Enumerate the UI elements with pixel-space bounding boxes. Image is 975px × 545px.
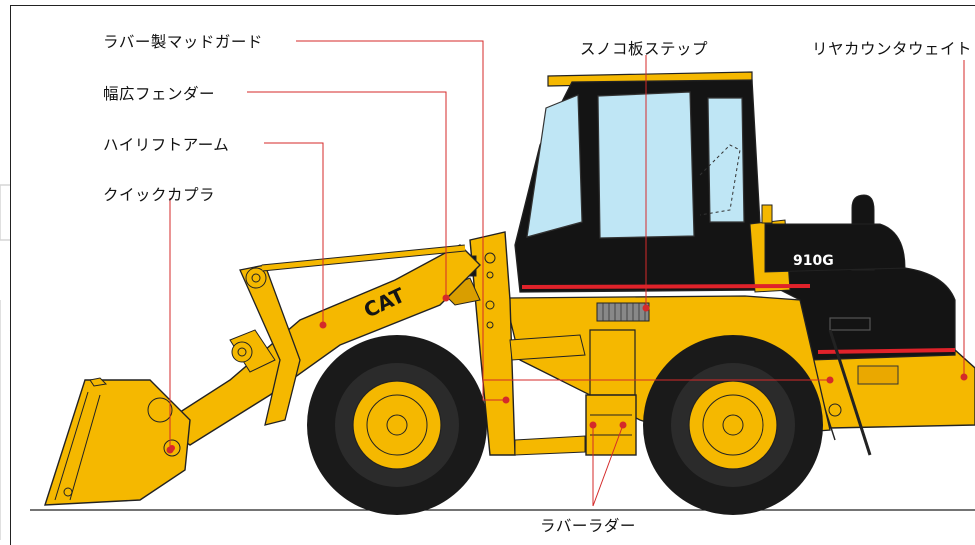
label-rear-counterweight: リヤカウンタウェイト (812, 40, 973, 58)
leader-dots (166, 294, 968, 454)
label-wide-fender: 幅広フェンダー (103, 85, 216, 103)
label-quick-coupler: クイックカプラ (103, 186, 216, 204)
label-high-lift-arm: ハイリフトアーム (103, 136, 230, 154)
front-wheel (307, 335, 487, 515)
model-number-text: 910G (793, 253, 834, 269)
label-slatted-step: スノコ板ステップ (580, 40, 709, 58)
lift-arm: CAT (158, 244, 481, 446)
rear-wheel (643, 335, 823, 515)
label-rubber-mudguard: ラバー製マッドガード (103, 33, 263, 51)
label-rubber-ladder: ラバーラダー (540, 517, 636, 535)
cab (514, 71, 906, 293)
leader-lines (169, 40, 965, 507)
bucket (44, 377, 191, 506)
